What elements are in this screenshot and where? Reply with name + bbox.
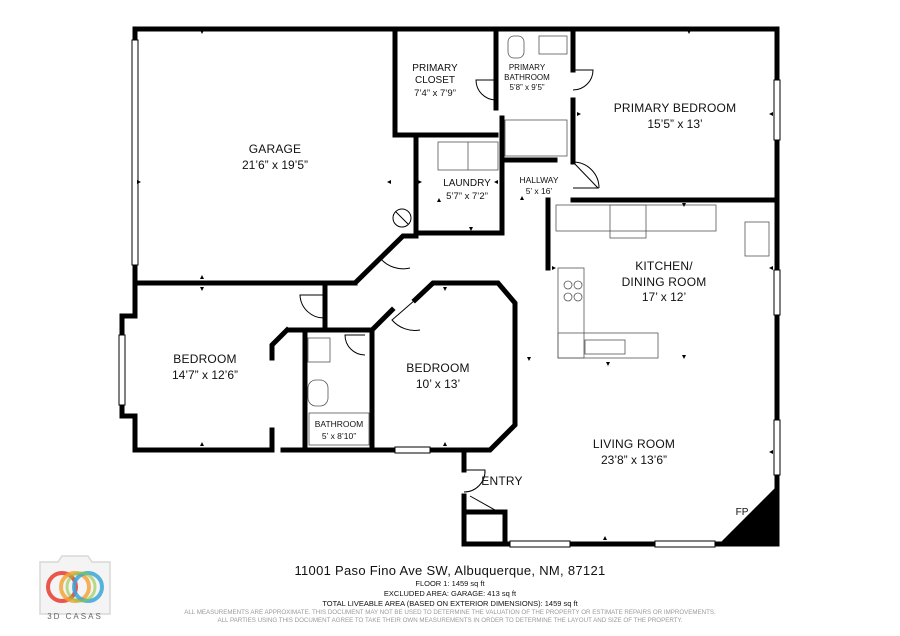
- primary-closet-dims: 7’4” x 7’9”: [414, 88, 456, 99]
- primary-bedroom-dims: 15’5” x 13’: [647, 117, 702, 131]
- total-liveable-area: TOTAL LIVEABLE AREA (BASED ON EXTERIOR D…: [322, 599, 578, 608]
- laundry-dims: 5’7” x 7’2”: [446, 191, 488, 202]
- bathroom-name: BATHROOM: [315, 419, 363, 429]
- floor-plan: GARAGE 21’6” x 19’5” PRIMARY CLOSET 7’4”…: [118, 26, 781, 548]
- disclaimer-line-1: ALL MEASUREMENTS ARE APPROXIMATE. THIS D…: [184, 609, 716, 616]
- garage-name: GARAGE: [249, 142, 302, 156]
- laundry-name: LAUNDRY: [443, 178, 491, 189]
- primary-closet-name-line2: CLOSET: [415, 75, 455, 86]
- disclaimer-line-2: ALL PARTIES USING THIS DOCUMENT AGREE TO…: [217, 617, 683, 624]
- primary-bathroom-dims: 5’8” x 9’5”: [509, 83, 544, 92]
- excluded-area: EXCLUDED AREA: GARAGE: 413 sq ft: [383, 589, 517, 598]
- fixtures: [307, 35, 777, 544]
- dimension-markers: [137, 30, 773, 540]
- floor-area: FLOOR 1: 1459 sq ft: [415, 579, 485, 588]
- bedroom-center-name: BEDROOM: [406, 361, 469, 375]
- property-address: 11001 Paso Fino Ave SW, Albuquerque, NM,…: [294, 563, 606, 578]
- bedroom-west-dims: 14’7” x 12’6”: [172, 368, 238, 382]
- primary-bathroom-name-line1: PRIMARY: [509, 63, 546, 72]
- living-room-dims: 23’8” x 13’6”: [601, 453, 667, 467]
- primary-closet-name-line1: PRIMARY: [412, 63, 458, 74]
- bathroom-dims: 5’ x 8’10”: [322, 431, 356, 441]
- fireplace-label: FP: [736, 507, 749, 518]
- living-room-name: LIVING ROOM: [593, 437, 675, 451]
- room-labels: GARAGE 21’6” x 19’5” PRIMARY CLOSET 7’4”…: [172, 63, 749, 518]
- hallway-dims: 5’ x 16’: [526, 186, 553, 196]
- entry-name: ENTRY: [481, 474, 522, 488]
- camera-rings-logo-icon: [39, 555, 111, 615]
- logo-wordmark: 3D CASAS: [47, 612, 103, 621]
- hallway-name: HALLWAY: [519, 175, 558, 185]
- kitchen-name-line1: KITCHEN/: [635, 259, 693, 273]
- primary-bathroom-name-line2: BATHROOM: [504, 73, 550, 82]
- windows: [118, 39, 781, 548]
- bedroom-center-dims: 10’ x 13’: [416, 377, 460, 391]
- kitchen-name-line2: DINING ROOM: [622, 275, 707, 289]
- kitchen-dims: 17’ x 12’: [642, 290, 686, 304]
- doors: [299, 69, 600, 511]
- bedroom-west-name: BEDROOM: [173, 352, 236, 366]
- primary-bedroom-name: PRIMARY BEDROOM: [614, 101, 737, 115]
- garage-dims: 21’6” x 19’5”: [242, 158, 308, 172]
